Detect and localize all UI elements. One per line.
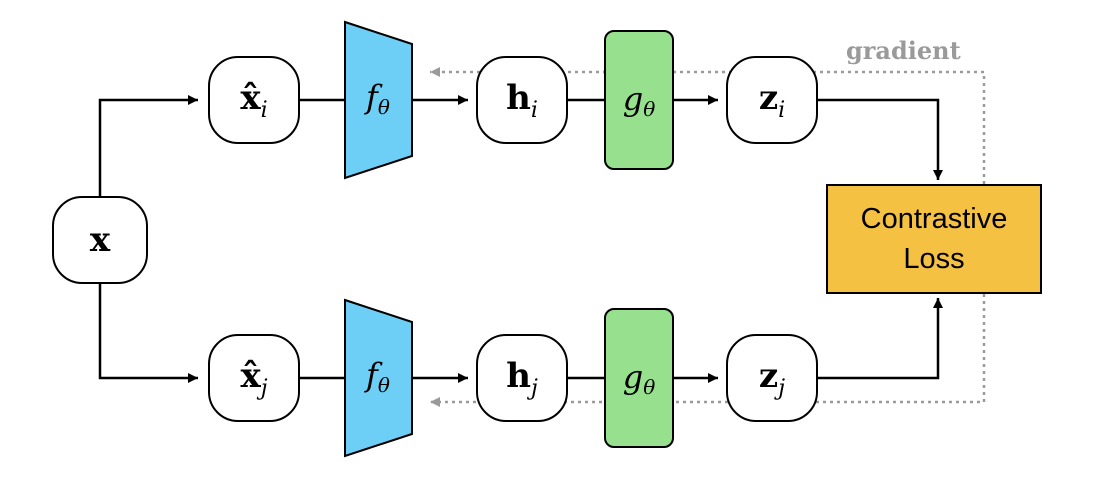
augmented-label-j: x̂j <box>240 355 268 401</box>
loss-label-line2: Loss <box>903 243 965 275</box>
embedding-node-j: zj <box>726 334 818 422</box>
projection-label-bottom: gθ <box>622 357 656 399</box>
contrastive-loss-box: Contrastive Loss <box>826 184 1042 294</box>
embedding-node-i: zi <box>726 56 818 144</box>
encoder-label-bottom: fθ <box>366 356 390 397</box>
embedding-label-i: zi <box>758 77 786 123</box>
embedding-label-j: zj <box>758 355 786 401</box>
representation-label-i: hi <box>506 77 538 123</box>
gradient-label: gradient <box>846 36 961 65</box>
projection-head-top: gθ <box>604 30 674 170</box>
encoder-bottom-shape <box>344 298 413 458</box>
representation-node-j: hj <box>476 334 568 422</box>
augmented-node-i: x̂i <box>208 56 300 144</box>
encoder-top-shape <box>344 20 413 180</box>
input-node-x: x <box>52 196 148 284</box>
edge-x-to-xhat-j <box>98 282 198 383</box>
edge-z-i-to-loss <box>818 98 943 180</box>
augmented-node-j: x̂j <box>208 334 300 422</box>
edge-x-to-xhat-i <box>98 95 198 198</box>
projection-label-top: gθ <box>622 79 656 121</box>
encoder-label-top: fθ <box>366 78 390 119</box>
representation-label-j: hj <box>506 355 538 401</box>
edge-z-j-to-loss <box>818 298 943 380</box>
representation-node-i: hi <box>476 56 568 144</box>
augmented-label-i: x̂i <box>240 77 268 123</box>
projection-head-bottom: gθ <box>604 308 674 448</box>
gradient-path-top <box>430 67 986 184</box>
loss-label-line1: Contrastive <box>860 203 1008 235</box>
input-symbol: x <box>89 220 111 260</box>
